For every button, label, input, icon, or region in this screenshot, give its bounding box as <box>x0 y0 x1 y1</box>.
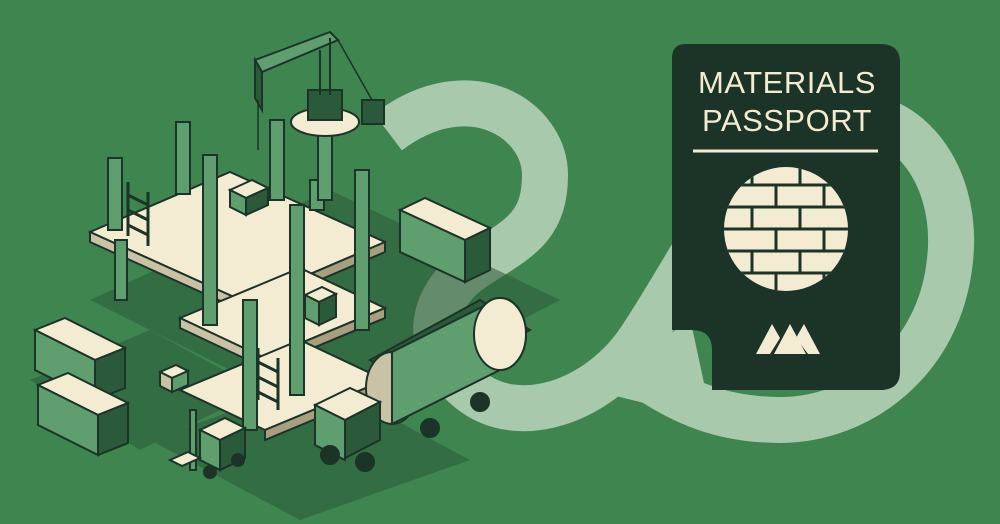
loop-arrow-upper-left <box>374 80 569 290</box>
passport-title: MATERIALS PASSPORT <box>672 64 902 140</box>
passport-title-line2: PASSPORT <box>702 103 872 138</box>
building-frame-icon <box>87 119 388 442</box>
mountain-logo-icon <box>756 324 820 354</box>
tanker-truck-icon <box>312 296 533 472</box>
loop-arrow-head <box>600 318 712 420</box>
forklift-icon <box>167 409 248 479</box>
shipping-container-icon <box>32 196 493 457</box>
passport-title-line1: MATERIALS <box>698 65 876 100</box>
crane-icon <box>253 30 385 201</box>
